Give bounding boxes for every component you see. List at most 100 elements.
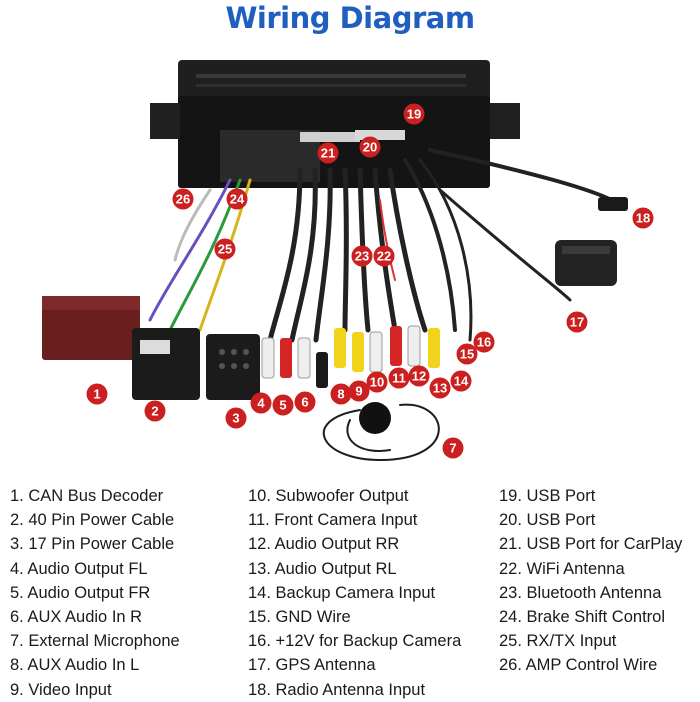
legend-item: 14. Backup Camera Input — [248, 583, 436, 602]
legend-item: 19. USB Port — [499, 487, 596, 505]
legend-item: 16. +12V for Backup Camera — [248, 632, 462, 651]
legend-item: 25. RX/TX Input — [499, 632, 617, 651]
callout-badge-number: 3 — [232, 411, 239, 426]
callout-badge-number: 4 — [257, 396, 265, 411]
callout-badge-1: 1 — [86, 383, 108, 405]
legend-item: 24. Brake Shift Control — [499, 608, 665, 627]
callout-badge-circle — [250, 392, 272, 414]
callout-badge-circle — [226, 188, 248, 210]
external-microphone — [359, 402, 391, 434]
callout-badge-6: 6 — [294, 391, 316, 413]
legend-item: 22. WiFi Antenna — [499, 559, 625, 578]
callout-badge-number: 6 — [301, 395, 308, 410]
page-title: Wiring Diagram — [225, 1, 475, 35]
callout-badge-number: 16 — [477, 335, 491, 350]
callout-badge-number: 23 — [355, 249, 369, 264]
callout-badge-number: 20 — [363, 140, 377, 155]
callout-badge-15: 15 — [456, 343, 478, 365]
callout-badge-7: 7 — [442, 437, 464, 459]
callout-badge-circle — [172, 188, 194, 210]
legend-item: 12. Audio Output RR — [248, 535, 400, 554]
callout-badge-circle — [144, 400, 166, 422]
callout-badge-circle — [351, 245, 373, 267]
callout-badge-8: 8 — [330, 383, 352, 405]
callout-badge-number: 12 — [412, 369, 426, 384]
callout-badge-22: 22 — [373, 245, 395, 267]
callout-badge-18: 18 — [632, 207, 654, 229]
callout-badge-23: 23 — [351, 245, 373, 267]
callout-badge-4: 4 — [250, 392, 272, 414]
legend-item: 4. Audio Output FL — [10, 559, 148, 578]
rca-plugs — [261, 325, 440, 388]
callout-badge-number: 7 — [449, 441, 456, 456]
callout-badge-9: 9 — [348, 380, 370, 402]
callout-badge-3: 3 — [225, 407, 247, 429]
legend-item: 6. AUX Audio In R — [10, 608, 143, 627]
callout-badge-number: 19 — [407, 107, 421, 122]
callout-badge-5: 5 — [272, 394, 294, 416]
callout-badge-circle — [429, 377, 451, 399]
callout-badge-number: 15 — [460, 347, 474, 362]
callout-badge-circle — [86, 383, 108, 405]
can-bus-decoder — [42, 296, 140, 360]
gps-antenna — [555, 240, 617, 286]
legend-item: 21. USB Port for CarPlay — [499, 535, 683, 554]
callout-badge-14: 14 — [450, 370, 472, 392]
callout-badge-circle — [272, 394, 294, 416]
callout-badge-circle — [403, 103, 425, 125]
callout-badge-number: 13 — [433, 381, 447, 396]
legend-item: 5. Audio Output FR — [10, 583, 151, 602]
legend-item: 10. Subwoofer Output — [248, 487, 409, 505]
callout-badge-number: 14 — [454, 374, 469, 389]
callout-badge-circle — [632, 207, 654, 229]
40-pin-power-connector — [132, 328, 200, 400]
callout-badge-circle — [317, 142, 339, 164]
callout-badge-circle — [359, 136, 381, 158]
callout-badge-number: 8 — [337, 387, 344, 402]
callout-badge-16: 16 — [473, 331, 495, 353]
legend-column-3: 19. USB Port 20. USB Port 21. USB Port for… — [499, 484, 682, 678]
callout-badge-number: 17 — [570, 315, 584, 330]
callout-badge-number: 1 — [93, 387, 100, 402]
radio-antenna-plug — [598, 197, 628, 211]
legend-item: 8. AUX Audio In L — [10, 656, 140, 675]
legend-item: 15. GND Wire — [248, 608, 351, 627]
legend-item: 3. 17 Pin Power Cable — [10, 535, 175, 554]
legend-item: 1. CAN Bus Decoder — [10, 487, 164, 505]
callout-badge-10: 10 — [366, 371, 388, 393]
callout-badge-number: 10 — [370, 375, 384, 390]
callout-badge-number: 21 — [321, 146, 335, 161]
callout-badge-number: 18 — [636, 211, 650, 226]
callout-badge-circle — [348, 380, 370, 402]
callout-badge-11: 11 — [388, 367, 410, 389]
legend-item: 7. External Microphone — [10, 632, 180, 651]
callout-badge-25: 25 — [214, 238, 236, 260]
legend-item: 23. Bluetooth Antenna — [499, 583, 662, 602]
callout-badge-21: 21 — [317, 142, 339, 164]
callout-badge-circle — [566, 311, 588, 333]
callout-badge-number: 22 — [377, 249, 391, 264]
callout-badge-number: 2 — [151, 404, 158, 419]
legend-item: 18. Radio Antenna Input — [248, 680, 426, 699]
callout-badge-12: 12 — [408, 365, 430, 387]
callout-badge-circle — [473, 331, 495, 353]
legend-item: 17. GPS Antenna — [248, 656, 376, 675]
callout-badge-13: 13 — [429, 377, 451, 399]
callout-badge-circle — [442, 437, 464, 459]
callout-badge-circle — [456, 343, 478, 365]
callout-badge-number: 25 — [218, 242, 232, 257]
head-unit — [150, 60, 520, 188]
callout-badge-24: 24 — [226, 188, 248, 210]
callout-badge-circle — [408, 365, 430, 387]
legend-item: 20. USB Port — [499, 511, 596, 530]
callout-badge-circle — [330, 383, 352, 405]
callout-badge-2: 2 — [144, 400, 166, 422]
callout-badge-circle — [214, 238, 236, 260]
callout-badge-number: 24 — [230, 192, 245, 207]
callout-badge-circle — [388, 367, 410, 389]
legend-item: 26. AMP Control Wire — [499, 656, 658, 675]
